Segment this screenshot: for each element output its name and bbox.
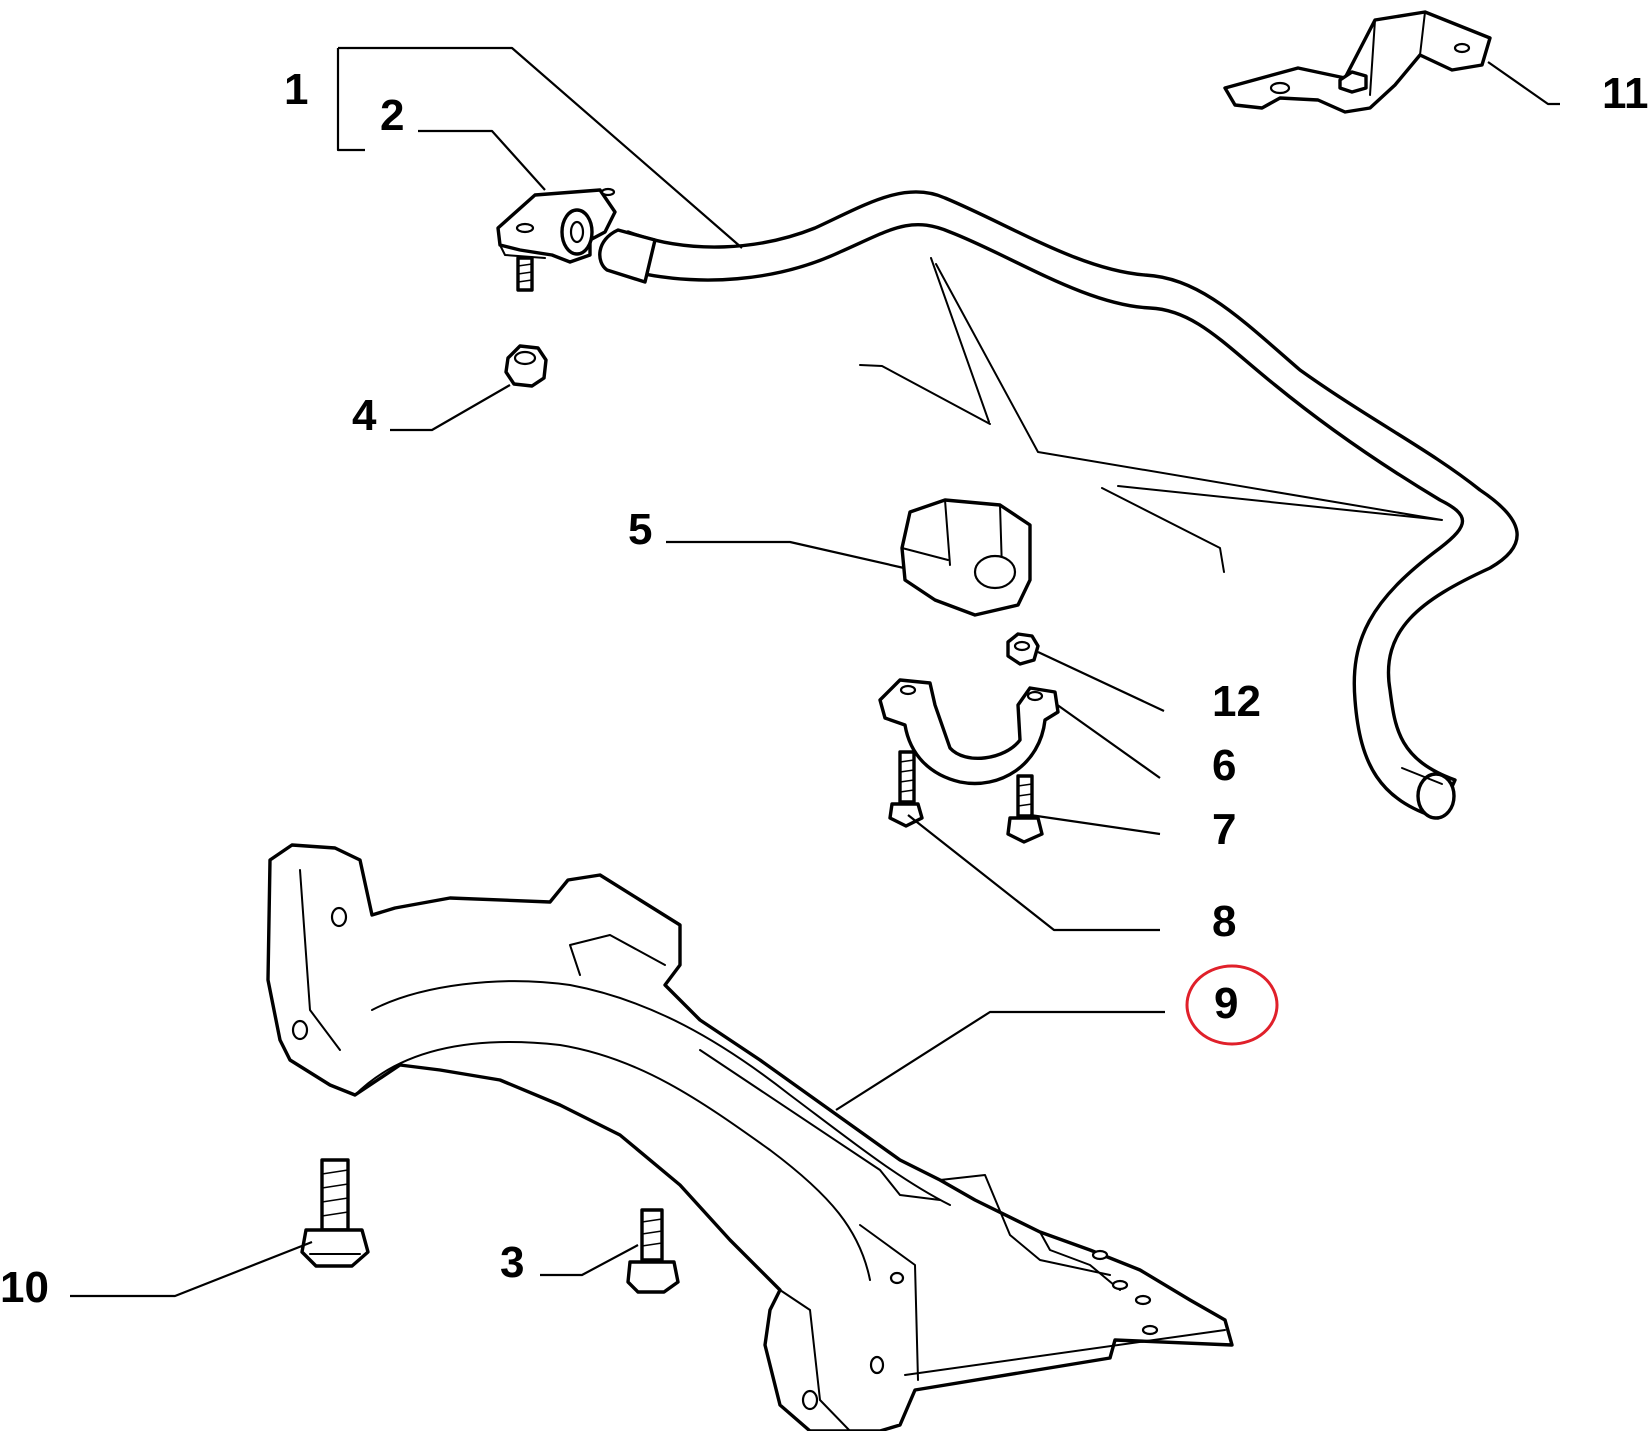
callout-3: 3 [500,1238,524,1287]
callout-10: 10 [0,1263,49,1312]
rubber-bushing-icon [900,498,1032,617]
highlight-circle [1185,964,1279,1046]
mounting-plate-icon [1223,10,1492,114]
nut-icon [1006,632,1040,666]
callout-8: 8 [1212,897,1236,946]
callout-6: 6 [1212,741,1236,790]
callout-7: 7 [1212,805,1236,854]
callout-12: 12 [1212,677,1261,726]
direction-lines [859,257,1443,573]
crossmember-icon [266,843,1234,1431]
leader-lines [70,46,1560,1298]
bolt-icon [300,1158,370,1268]
callout-2: 2 [380,91,404,140]
callout-1: 1 [284,65,308,114]
clamp-bracket-icon [878,678,1060,786]
nut-icon [504,344,548,388]
bolt-icon [888,750,924,828]
bolt-icon [1006,774,1044,844]
callout-labels: 1 2 3 4 5 6 7 8 9 10 11 12 [0,65,1649,1312]
bolt-icon [626,1208,680,1294]
stabilizer-bar-icon [598,190,1519,820]
callout-11: 11 [1602,69,1649,118]
link-bracket-icon [496,187,617,292]
callout-4: 4 [352,391,377,440]
callout-9: 9 [1214,979,1238,1028]
callout-5: 5 [628,505,652,554]
